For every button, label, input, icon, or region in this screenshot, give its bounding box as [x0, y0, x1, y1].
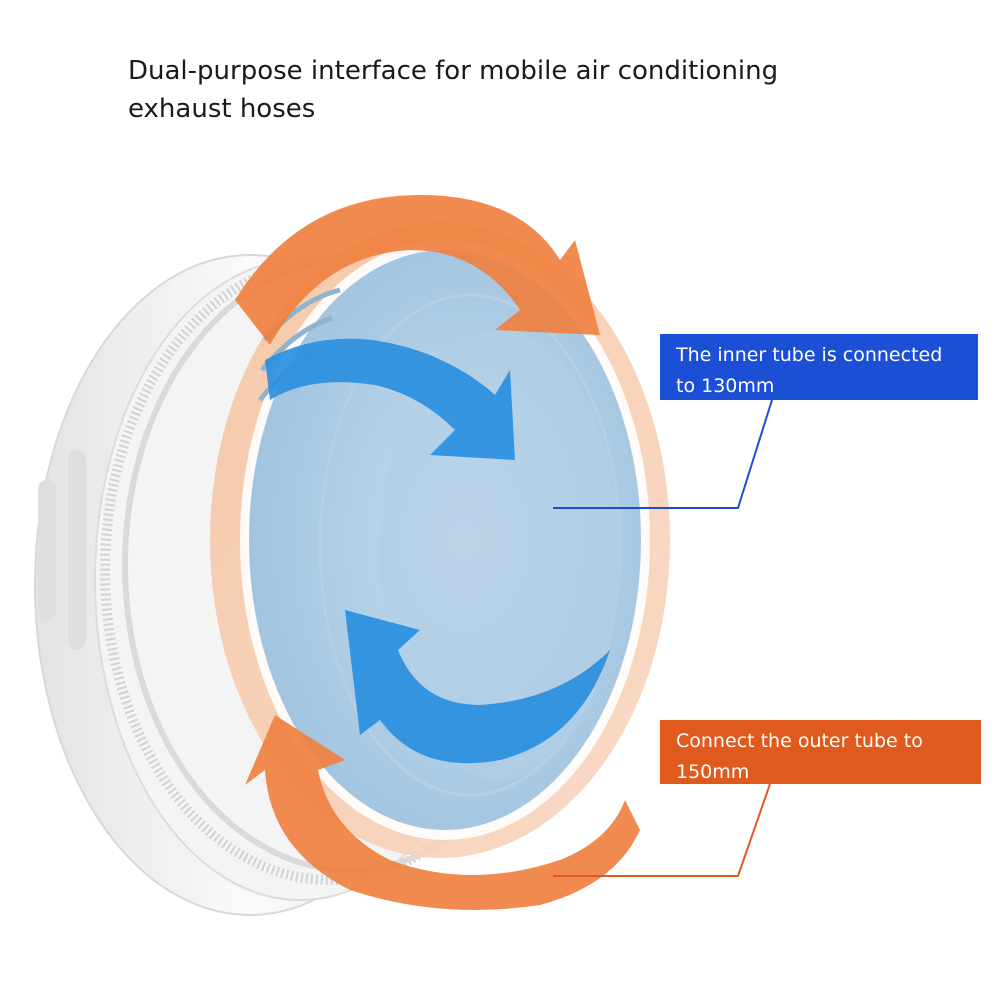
blue-rotation-arrows-icon: [265, 338, 610, 764]
callout-outer-tube: Connect the outer tube to 150mm: [660, 720, 981, 784]
callout-leader-inner: [553, 399, 773, 509]
page-title: Dual-purpose interface for mobile air co…: [128, 56, 779, 124]
orange-rotation-arrows-icon: [235, 195, 640, 910]
callout-leader-outer: [553, 783, 771, 877]
inner-tube: [249, 250, 641, 830]
callout-inner-tube: The inner tube is connected to 130mm: [660, 334, 978, 400]
